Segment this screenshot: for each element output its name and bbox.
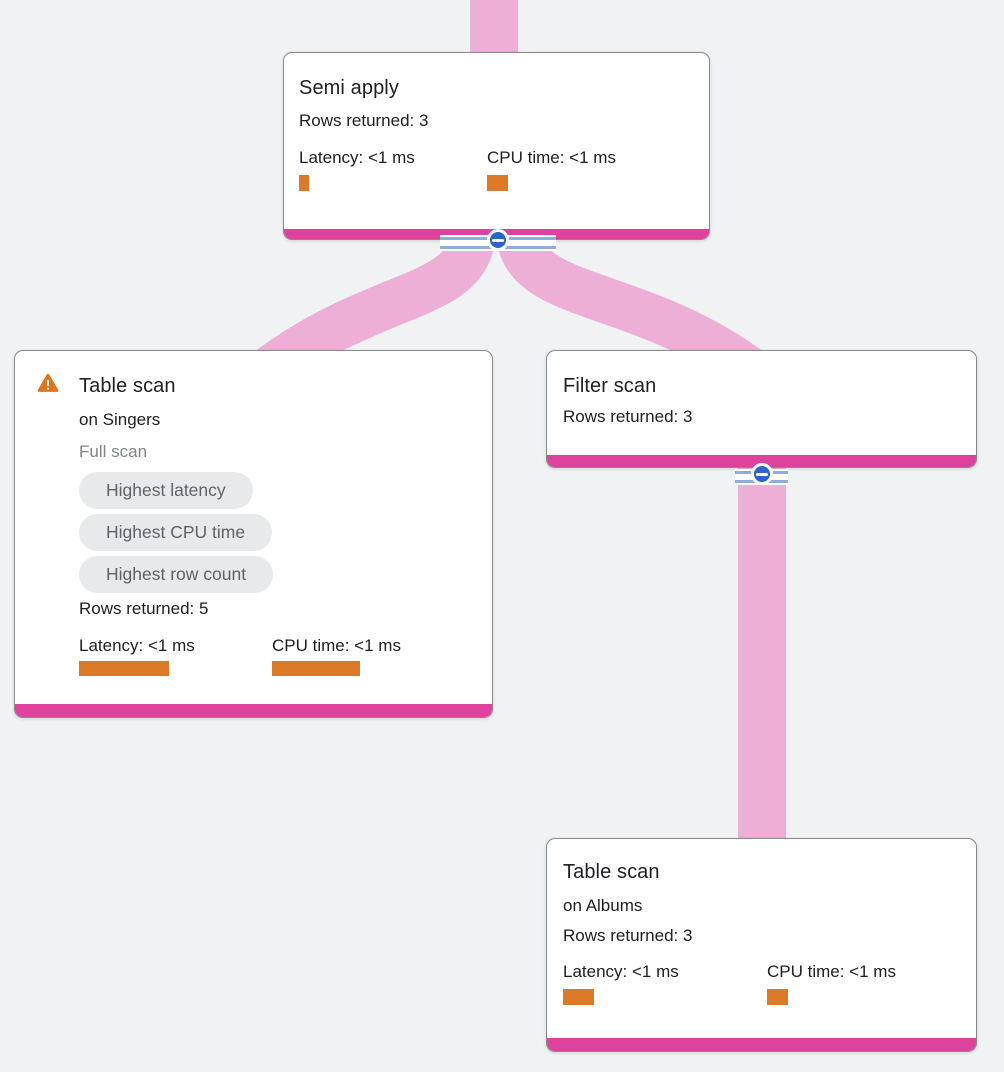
collapse-circle — [487, 229, 509, 251]
node-target-table: on Albums — [563, 896, 643, 915]
latency-label: Latency: <1 ms — [79, 636, 195, 655]
cpu-time-label: CPU time: <1 ms — [767, 962, 896, 981]
warning-icon — [37, 373, 59, 392]
minus-icon — [755, 472, 768, 476]
edge-filter-scan-to-table-scan-albums — [738, 466, 786, 842]
node-accent-bar — [547, 455, 976, 467]
cpu-time-bar — [487, 175, 508, 191]
node-title: Semi apply — [299, 77, 399, 99]
rows-returned: Rows returned: 3 — [299, 111, 429, 130]
badge-highest-cpu-time: Highest CPU time — [79, 514, 273, 551]
cpu-time-bar — [767, 989, 788, 1005]
latency-bar — [79, 661, 169, 676]
node-accent-bar — [15, 704, 492, 717]
minus-icon — [492, 238, 504, 242]
cpu-time-label: CPU time: <1 ms — [272, 636, 401, 655]
latency-label: Latency: <1 ms — [299, 148, 415, 167]
rows-returned: Rows returned: 3 — [563, 926, 693, 945]
node-title: Table scan — [79, 375, 176, 397]
badge-highest-row-count: Highest row count — [79, 556, 274, 593]
node-title: Filter scan — [563, 375, 657, 397]
scan-mode: Full scan — [79, 442, 148, 461]
node-target-table: on Singers — [79, 410, 161, 429]
latency-bar — [299, 175, 309, 191]
cpu-time-bar — [272, 661, 360, 676]
badge-highest-latency: Highest latency — [79, 472, 253, 509]
rows-returned: Rows returned: 3 — [563, 407, 693, 426]
node-accent-bar — [547, 1038, 976, 1051]
plan-node-table-scan-albums[interactable]: Table scan on Albums Rows returned: 3 La… — [546, 838, 977, 1052]
rows-returned: Rows returned: 5 — [79, 599, 209, 618]
plan-node-filter-scan[interactable]: Filter scan Rows returned: 3 — [546, 350, 977, 468]
collapse-button-semi-apply[interactable] — [440, 229, 556, 257]
node-title: Table scan — [563, 861, 660, 883]
collapse-circle — [750, 463, 773, 485]
edge-parent-to-semi-apply — [470, 0, 518, 57]
latency-bar — [563, 989, 594, 1005]
collapse-button-filter-scan[interactable] — [735, 463, 788, 491]
latency-label: Latency: <1 ms — [563, 962, 679, 981]
plan-node-semi-apply[interactable]: Semi apply Rows returned: 3 Latency: <1 … — [283, 52, 710, 240]
edge-semi-apply-to-filter-scan — [497, 234, 775, 397]
cpu-time-label: CPU time: <1 ms — [487, 148, 616, 167]
plan-node-table-scan-singers[interactable]: Table scan on Singers Full scan Highest … — [14, 350, 493, 718]
edge-semi-apply-to-table-scan-singers — [243, 234, 495, 397]
